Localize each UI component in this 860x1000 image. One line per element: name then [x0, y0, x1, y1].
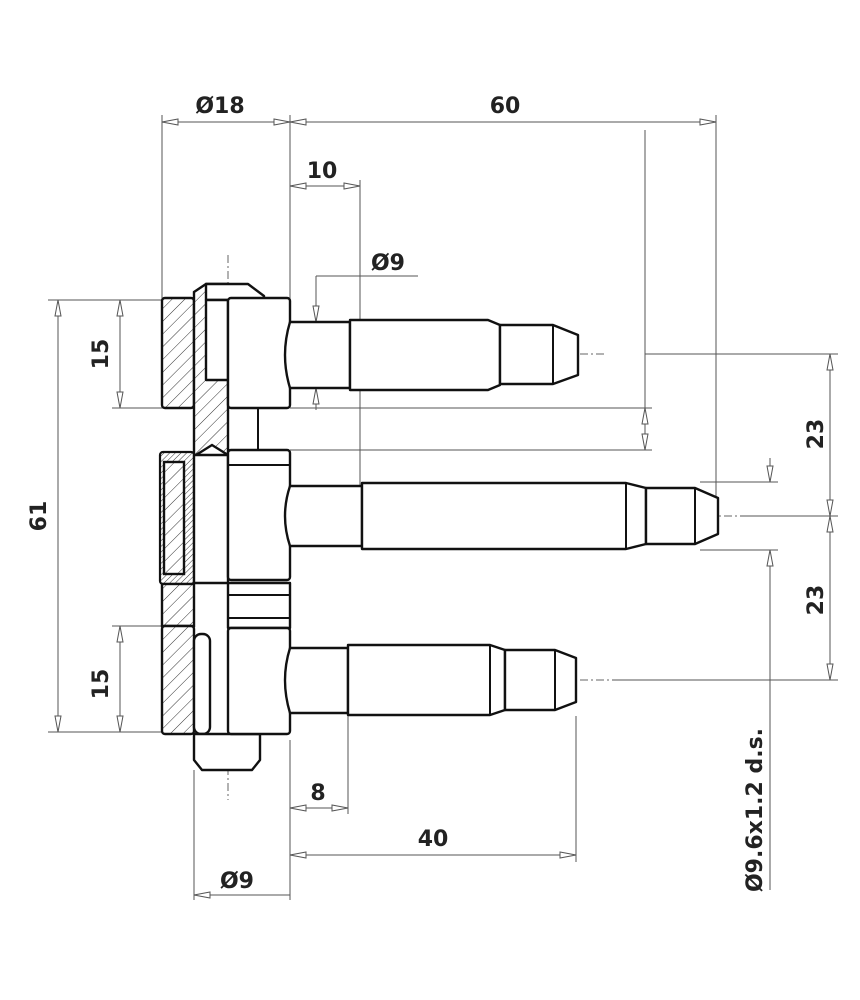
middle-knuckle: [158, 448, 720, 586]
dim-lower-knuckle-height: 15: [89, 669, 114, 700]
dim-overall-length: 60: [490, 94, 521, 119]
dim-total-height: 61: [27, 501, 52, 532]
upper-knuckle: [160, 282, 580, 458]
dim-lower-spacing: 23: [804, 585, 829, 616]
dim-pin-diameter-top: Ø9: [371, 251, 405, 276]
dim-top-diameter: Ø18: [195, 94, 244, 119]
dim-offset-top: 10: [307, 159, 338, 184]
dim-pin-length: 40: [418, 827, 449, 852]
dimension-lines: [48, 115, 838, 900]
dim-upper-knuckle-height: 15: [89, 339, 114, 370]
lower-knuckle: [160, 581, 578, 772]
dim-thread-spec: Ø9.6x1.2 d.s.: [743, 728, 768, 892]
dim-upper-spacing: 23: [804, 419, 829, 450]
dim-shoulder-length: 8: [310, 781, 325, 806]
dim-pin-diameter-bottom: Ø9: [220, 869, 254, 894]
